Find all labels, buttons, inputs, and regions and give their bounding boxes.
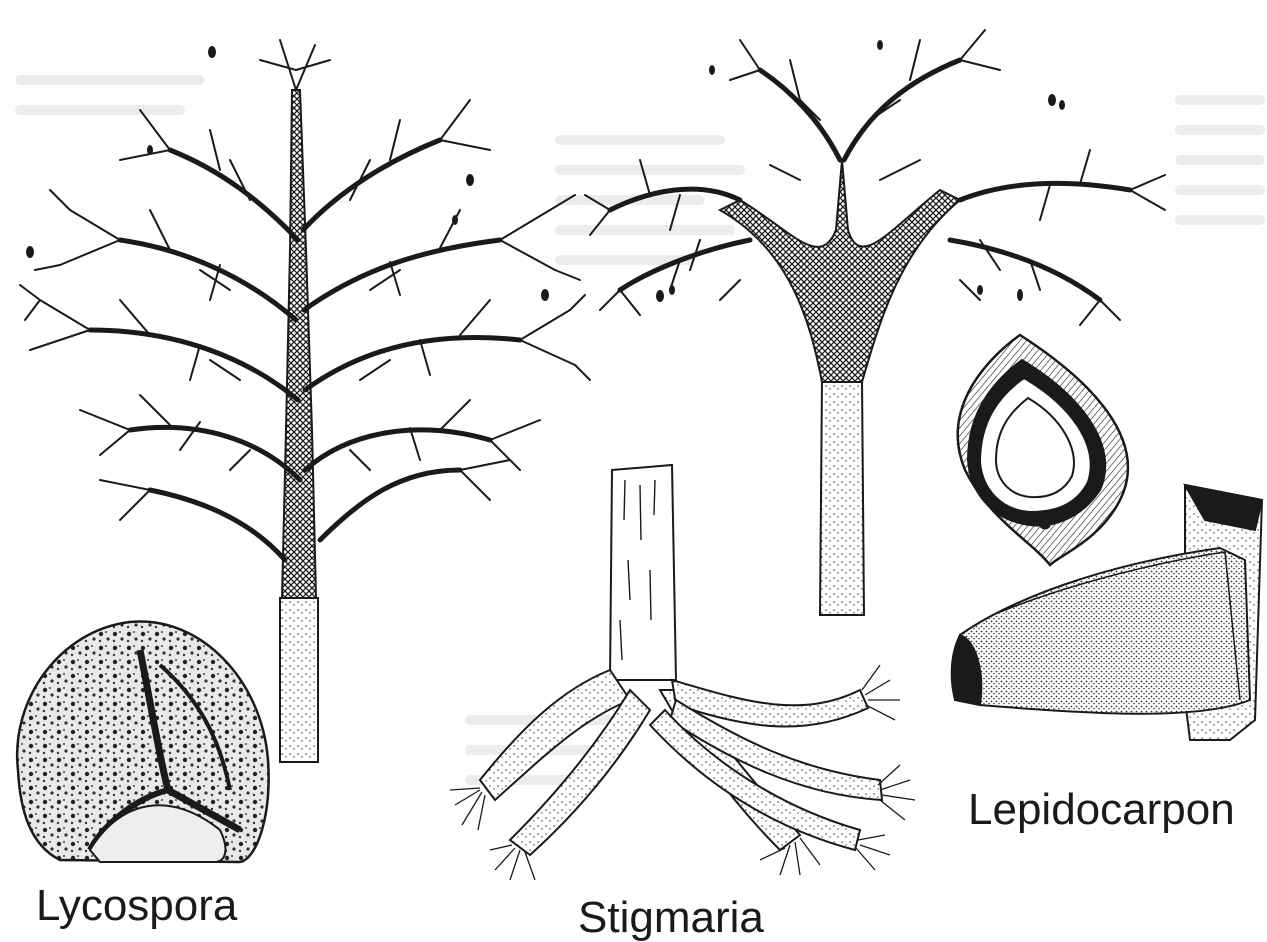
lycospora-spore-icon: [17, 621, 268, 862]
caption-lycospora: Lycospora: [36, 884, 237, 928]
caption-lepidocarpon: Lepidocarpon: [968, 788, 1235, 832]
caption-stigmaria: Stigmaria: [578, 896, 764, 940]
lepidocarpon-section-icon: [958, 335, 1128, 565]
lepidocarpon-cone-icon: [952, 485, 1262, 740]
